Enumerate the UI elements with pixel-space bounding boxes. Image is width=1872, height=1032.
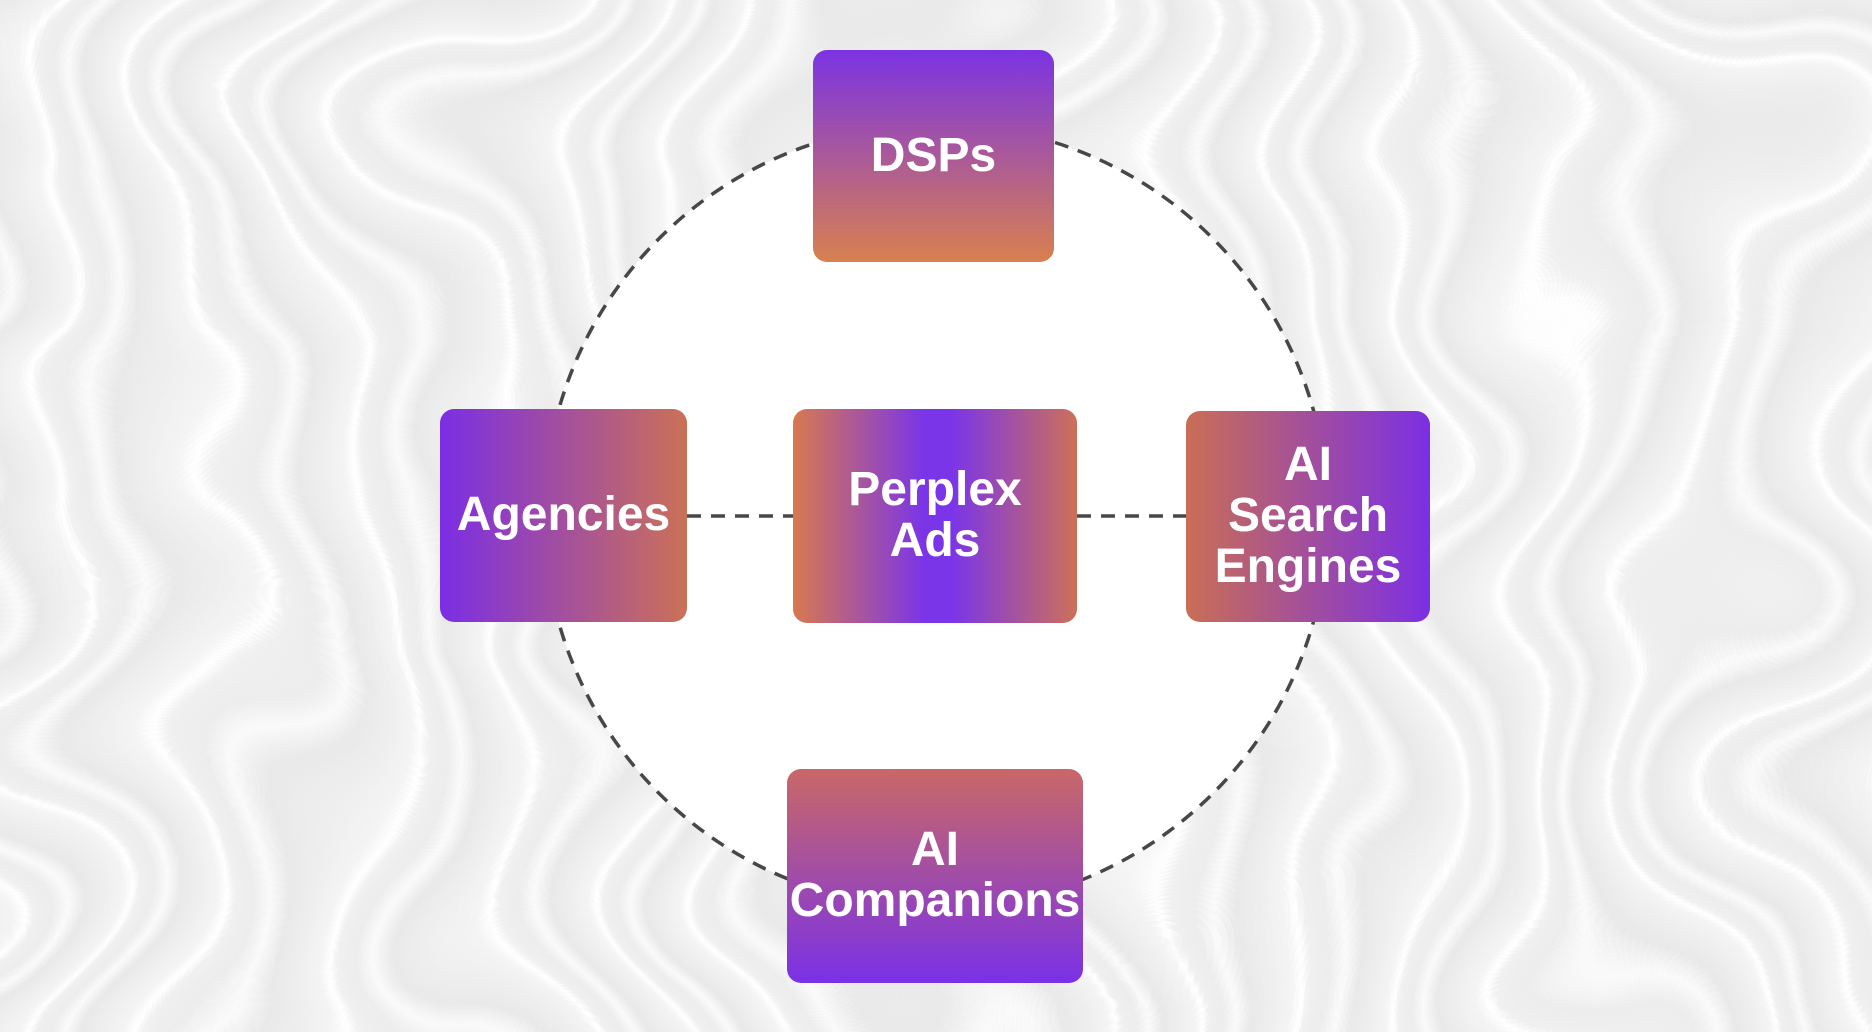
node-label-line: Engines <box>1214 539 1402 593</box>
node-ai-companions: AI Companions <box>787 769 1083 983</box>
node-label-line: Perplex <box>848 463 1022 517</box>
node-label-line: Ads <box>889 514 981 567</box>
node-ai-search-engines: AI Search Engines <box>1186 411 1430 622</box>
node-ai-search-engines-label: AI Search Engines <box>1186 438 1430 593</box>
node-perplex-ads: Perplex Ads <box>793 409 1077 623</box>
node-dsps-label: DSPs <box>813 128 1054 182</box>
node-label-line: DSPs <box>870 128 997 182</box>
node-label-line: AI <box>1284 438 1332 492</box>
node-agencies: Agencies <box>440 409 687 622</box>
node-perplex-ads-label: Perplex Ads <box>793 463 1077 567</box>
node-label-line: Agencies <box>456 488 671 542</box>
node-label-line: AI <box>911 823 959 877</box>
node-label-line: Search <box>1227 489 1389 543</box>
node-agencies-label: Agencies <box>440 488 687 542</box>
node-label-line: Companions <box>789 874 1081 927</box>
node-dsps: DSPs <box>813 50 1054 262</box>
node-ai-companions-label: AI Companions <box>787 823 1083 927</box>
